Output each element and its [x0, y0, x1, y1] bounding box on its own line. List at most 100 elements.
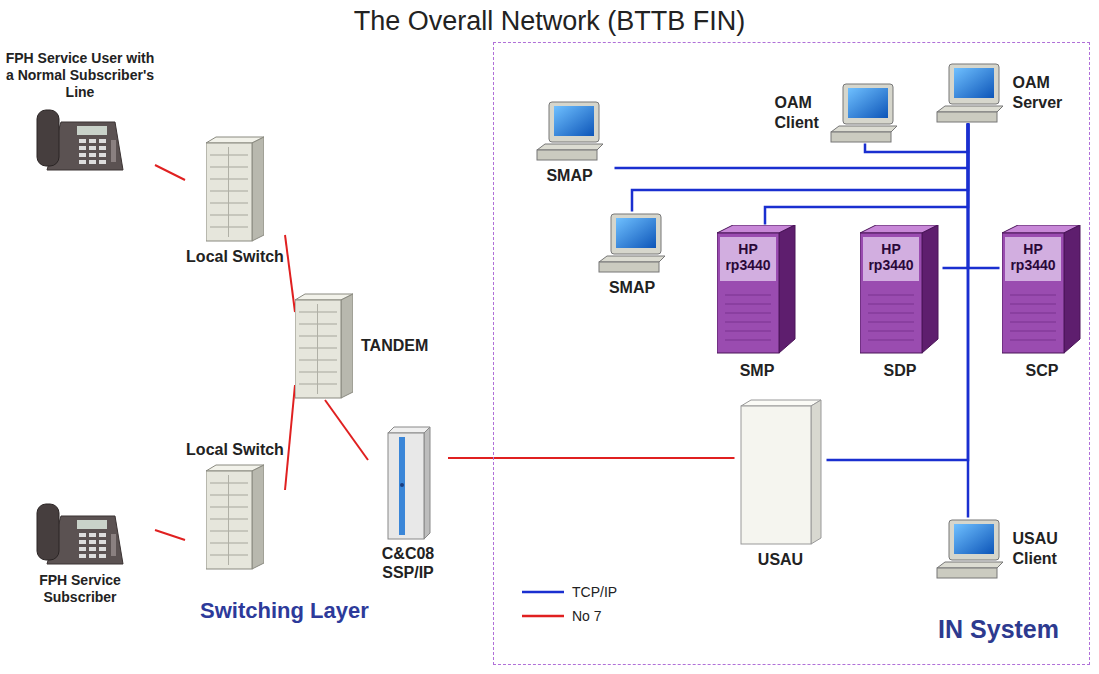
monitor-screen	[554, 106, 594, 136]
system-region: IN SystemOAM ClientOAM ServerSMAPSMAPHP …	[493, 42, 1090, 665]
device-label: USAU	[758, 550, 803, 569]
device-node: FPH Service Subscriber	[5, 498, 155, 606]
server-body: HP rp3440	[860, 225, 940, 355]
device-node: FPH Service User with a Normal Subscribe…	[5, 50, 155, 174]
phone-key	[99, 547, 106, 551]
device-node: USAU	[735, 398, 827, 569]
no7-link	[325, 400, 368, 460]
server-vent	[868, 330, 914, 331]
device-label: TANDEM	[361, 336, 428, 355]
cabinet-side	[424, 427, 430, 539]
monitor-housing	[611, 214, 661, 254]
server-vent	[725, 294, 771, 295]
server-name: SMP	[740, 361, 775, 380]
device-label: C&C08 SSP/IP	[368, 544, 448, 582]
rack-door-line	[317, 304, 318, 394]
phone-key	[99, 146, 106, 150]
phone-key	[89, 160, 96, 164]
server-panel	[1005, 237, 1061, 281]
monitor-drawing	[831, 84, 897, 142]
device-label: SMAP	[609, 278, 655, 297]
server-model: HP rp3440	[864, 241, 918, 275]
rack-front	[206, 143, 252, 241]
monitor-base	[937, 106, 1003, 112]
no7-link	[285, 235, 295, 312]
device-label: FPH Service User with a Normal Subscribe…	[5, 50, 155, 100]
connectors	[155, 124, 1000, 541]
server-front	[1002, 233, 1064, 353]
layer-label: Switching Layer	[200, 598, 369, 624]
server-body: HP rp3440	[717, 225, 797, 355]
monitor-housing	[949, 64, 999, 104]
device-label: SMAP	[546, 166, 592, 185]
usau-icon	[737, 398, 825, 546]
rack-side	[252, 465, 264, 569]
rack-icon	[295, 292, 353, 400]
server-panel	[720, 237, 776, 281]
phone-key	[79, 160, 86, 164]
device-label: Local Switch	[186, 247, 284, 266]
rack-drawing	[295, 294, 353, 398]
region-title: IN System	[938, 614, 1059, 644]
monitor-box	[937, 112, 997, 122]
monitor-box	[537, 150, 597, 160]
server-vent	[1010, 312, 1056, 313]
rack-front	[206, 471, 252, 569]
server-side	[779, 225, 795, 353]
phone-icon	[35, 104, 125, 174]
server-model: HP rp3440	[721, 241, 775, 275]
tcpip-link	[827, 124, 969, 461]
server-vent	[1010, 294, 1056, 295]
monitor-icon	[597, 212, 667, 274]
device-node: OAM Client	[775, 82, 905, 144]
device-node: SMAP	[590, 212, 675, 297]
usau-top	[741, 400, 821, 406]
server-vent	[1010, 330, 1056, 331]
phone-key	[99, 540, 106, 544]
monitor-base	[937, 562, 1003, 568]
server-vent	[868, 339, 914, 340]
phone-key	[99, 554, 106, 558]
monitor-base	[831, 126, 897, 132]
monitor-base	[537, 144, 603, 150]
phone-sidekeys	[111, 534, 116, 556]
monitor-screen	[954, 68, 994, 98]
usau-front	[741, 406, 811, 544]
phone-display	[77, 520, 107, 529]
rack-drawing	[206, 465, 264, 569]
server-vent	[1010, 321, 1056, 322]
cabinet-front	[388, 433, 424, 539]
server-vent	[725, 339, 771, 340]
cabinet-icon	[384, 425, 432, 540]
device-label: USAU Client	[1013, 529, 1075, 567]
monitor-icon	[935, 62, 1005, 124]
monitor-drawing	[599, 214, 665, 272]
device-node: USAU Client	[935, 518, 1075, 580]
cabinet-led	[400, 483, 404, 487]
no7-link	[155, 165, 185, 180]
device-label: FPH Service Subscriber	[5, 572, 155, 606]
cabinet-drawing	[388, 427, 430, 539]
server-front	[717, 233, 779, 353]
phone-key	[79, 540, 86, 544]
phone-key	[89, 139, 96, 143]
phone-key	[79, 139, 86, 143]
legend-line	[522, 615, 564, 618]
server-model: HP rp3440	[1006, 241, 1060, 275]
monitor-box	[599, 262, 659, 272]
server-vent	[868, 303, 914, 304]
monitor-housing	[949, 520, 999, 560]
server-body: HP rp3440	[1002, 225, 1082, 355]
device-node: SMAP	[525, 100, 615, 185]
phone-key	[89, 554, 96, 558]
rack-icon	[206, 463, 264, 571]
device-node: Local Switch	[185, 440, 285, 571]
tcpip-link	[632, 124, 968, 212]
no7-link	[448, 457, 735, 459]
legend-line-sample	[522, 587, 564, 597]
no7-link	[155, 530, 185, 540]
server-node: HP rp3440SCP	[1000, 225, 1085, 380]
monitor-base	[599, 256, 665, 262]
monitor-drawing	[937, 64, 1003, 122]
